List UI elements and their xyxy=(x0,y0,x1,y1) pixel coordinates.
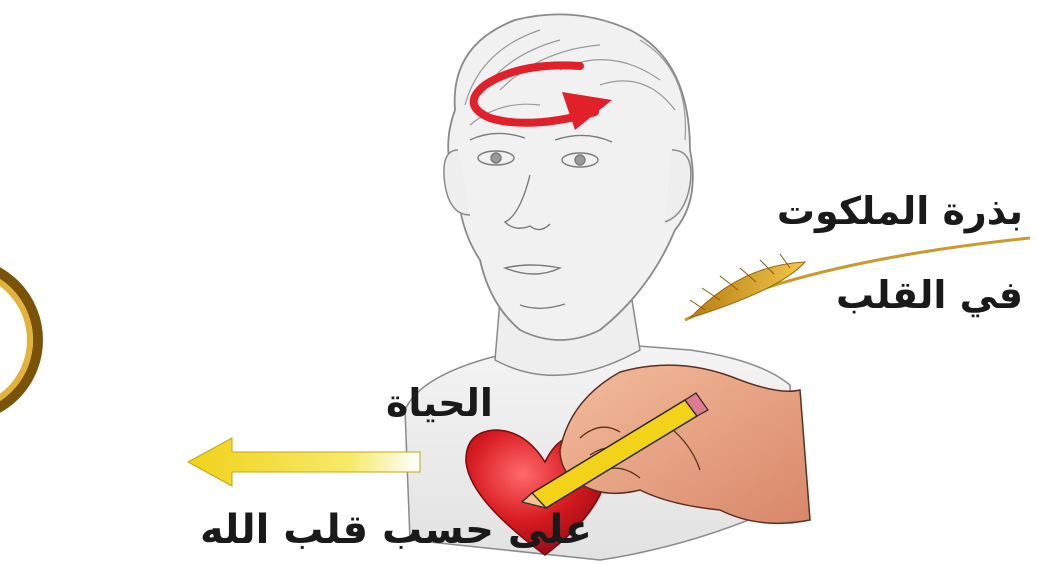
seed-of-kingdom-label: بذرة الملكوت xyxy=(777,192,1023,230)
heart-of-god-label: على حسب قلب الله xyxy=(200,510,592,550)
gold-ring-icon xyxy=(0,262,38,418)
life-label: الحياة xyxy=(386,384,493,422)
yellow-arrow-icon xyxy=(188,438,420,486)
in-the-heart-label: في القلب xyxy=(836,276,1023,314)
